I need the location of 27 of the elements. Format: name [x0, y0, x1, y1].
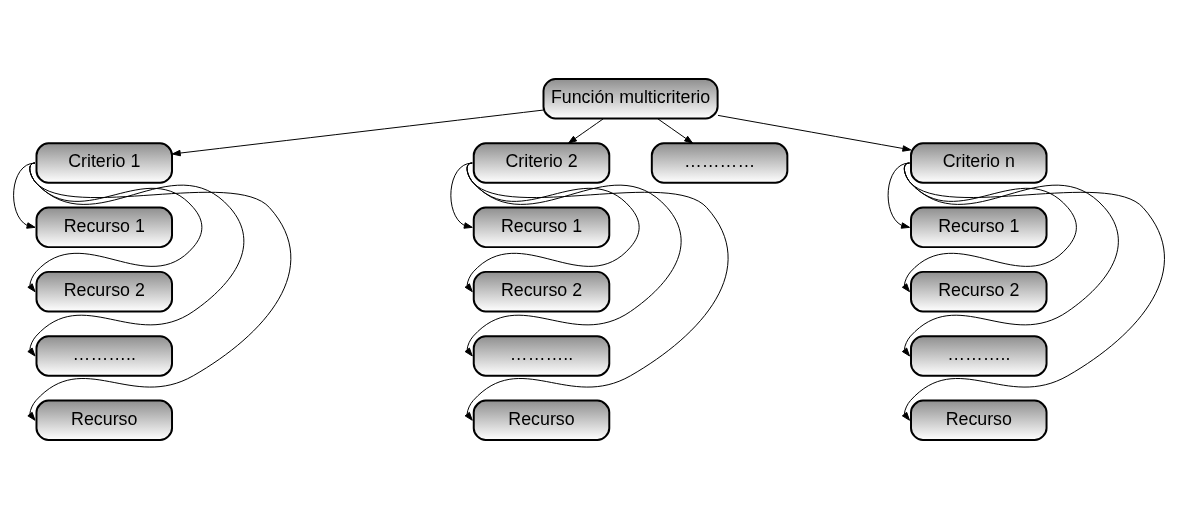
arrow: [27, 162, 292, 421]
node-box: Criterio 2: [472, 142, 611, 184]
node-box: Recurso 2: [35, 270, 173, 313]
node-box: Recurso: [472, 399, 611, 442]
arrow: [657, 118, 694, 144]
arrow: [450, 162, 473, 229]
node-box: ………..: [35, 335, 173, 377]
arrow: [171, 109, 544, 157]
node-box: Recurso 2: [472, 270, 611, 313]
node-box: Criterio n: [910, 142, 1048, 184]
arrow: [13, 162, 36, 229]
arrow: [717, 114, 912, 152]
node-box: …………: [650, 142, 789, 184]
node-box: Función multicriterio: [542, 77, 719, 120]
arrow: [464, 162, 729, 421]
node-box: Recurso: [910, 399, 1048, 442]
node-box: Recurso 1: [910, 206, 1048, 249]
node-box: Recurso 2: [910, 270, 1048, 313]
node-box: ………..: [910, 335, 1048, 377]
node-box: Recurso: [35, 399, 173, 442]
node-box: Recurso 1: [472, 206, 611, 249]
arrow: [887, 162, 911, 229]
node-box: ………..: [472, 335, 611, 377]
node-box: Recurso 1: [35, 206, 173, 249]
arrow: [901, 162, 1165, 421]
node-box: Criterio 1: [35, 142, 173, 184]
arrow: [568, 118, 604, 144]
